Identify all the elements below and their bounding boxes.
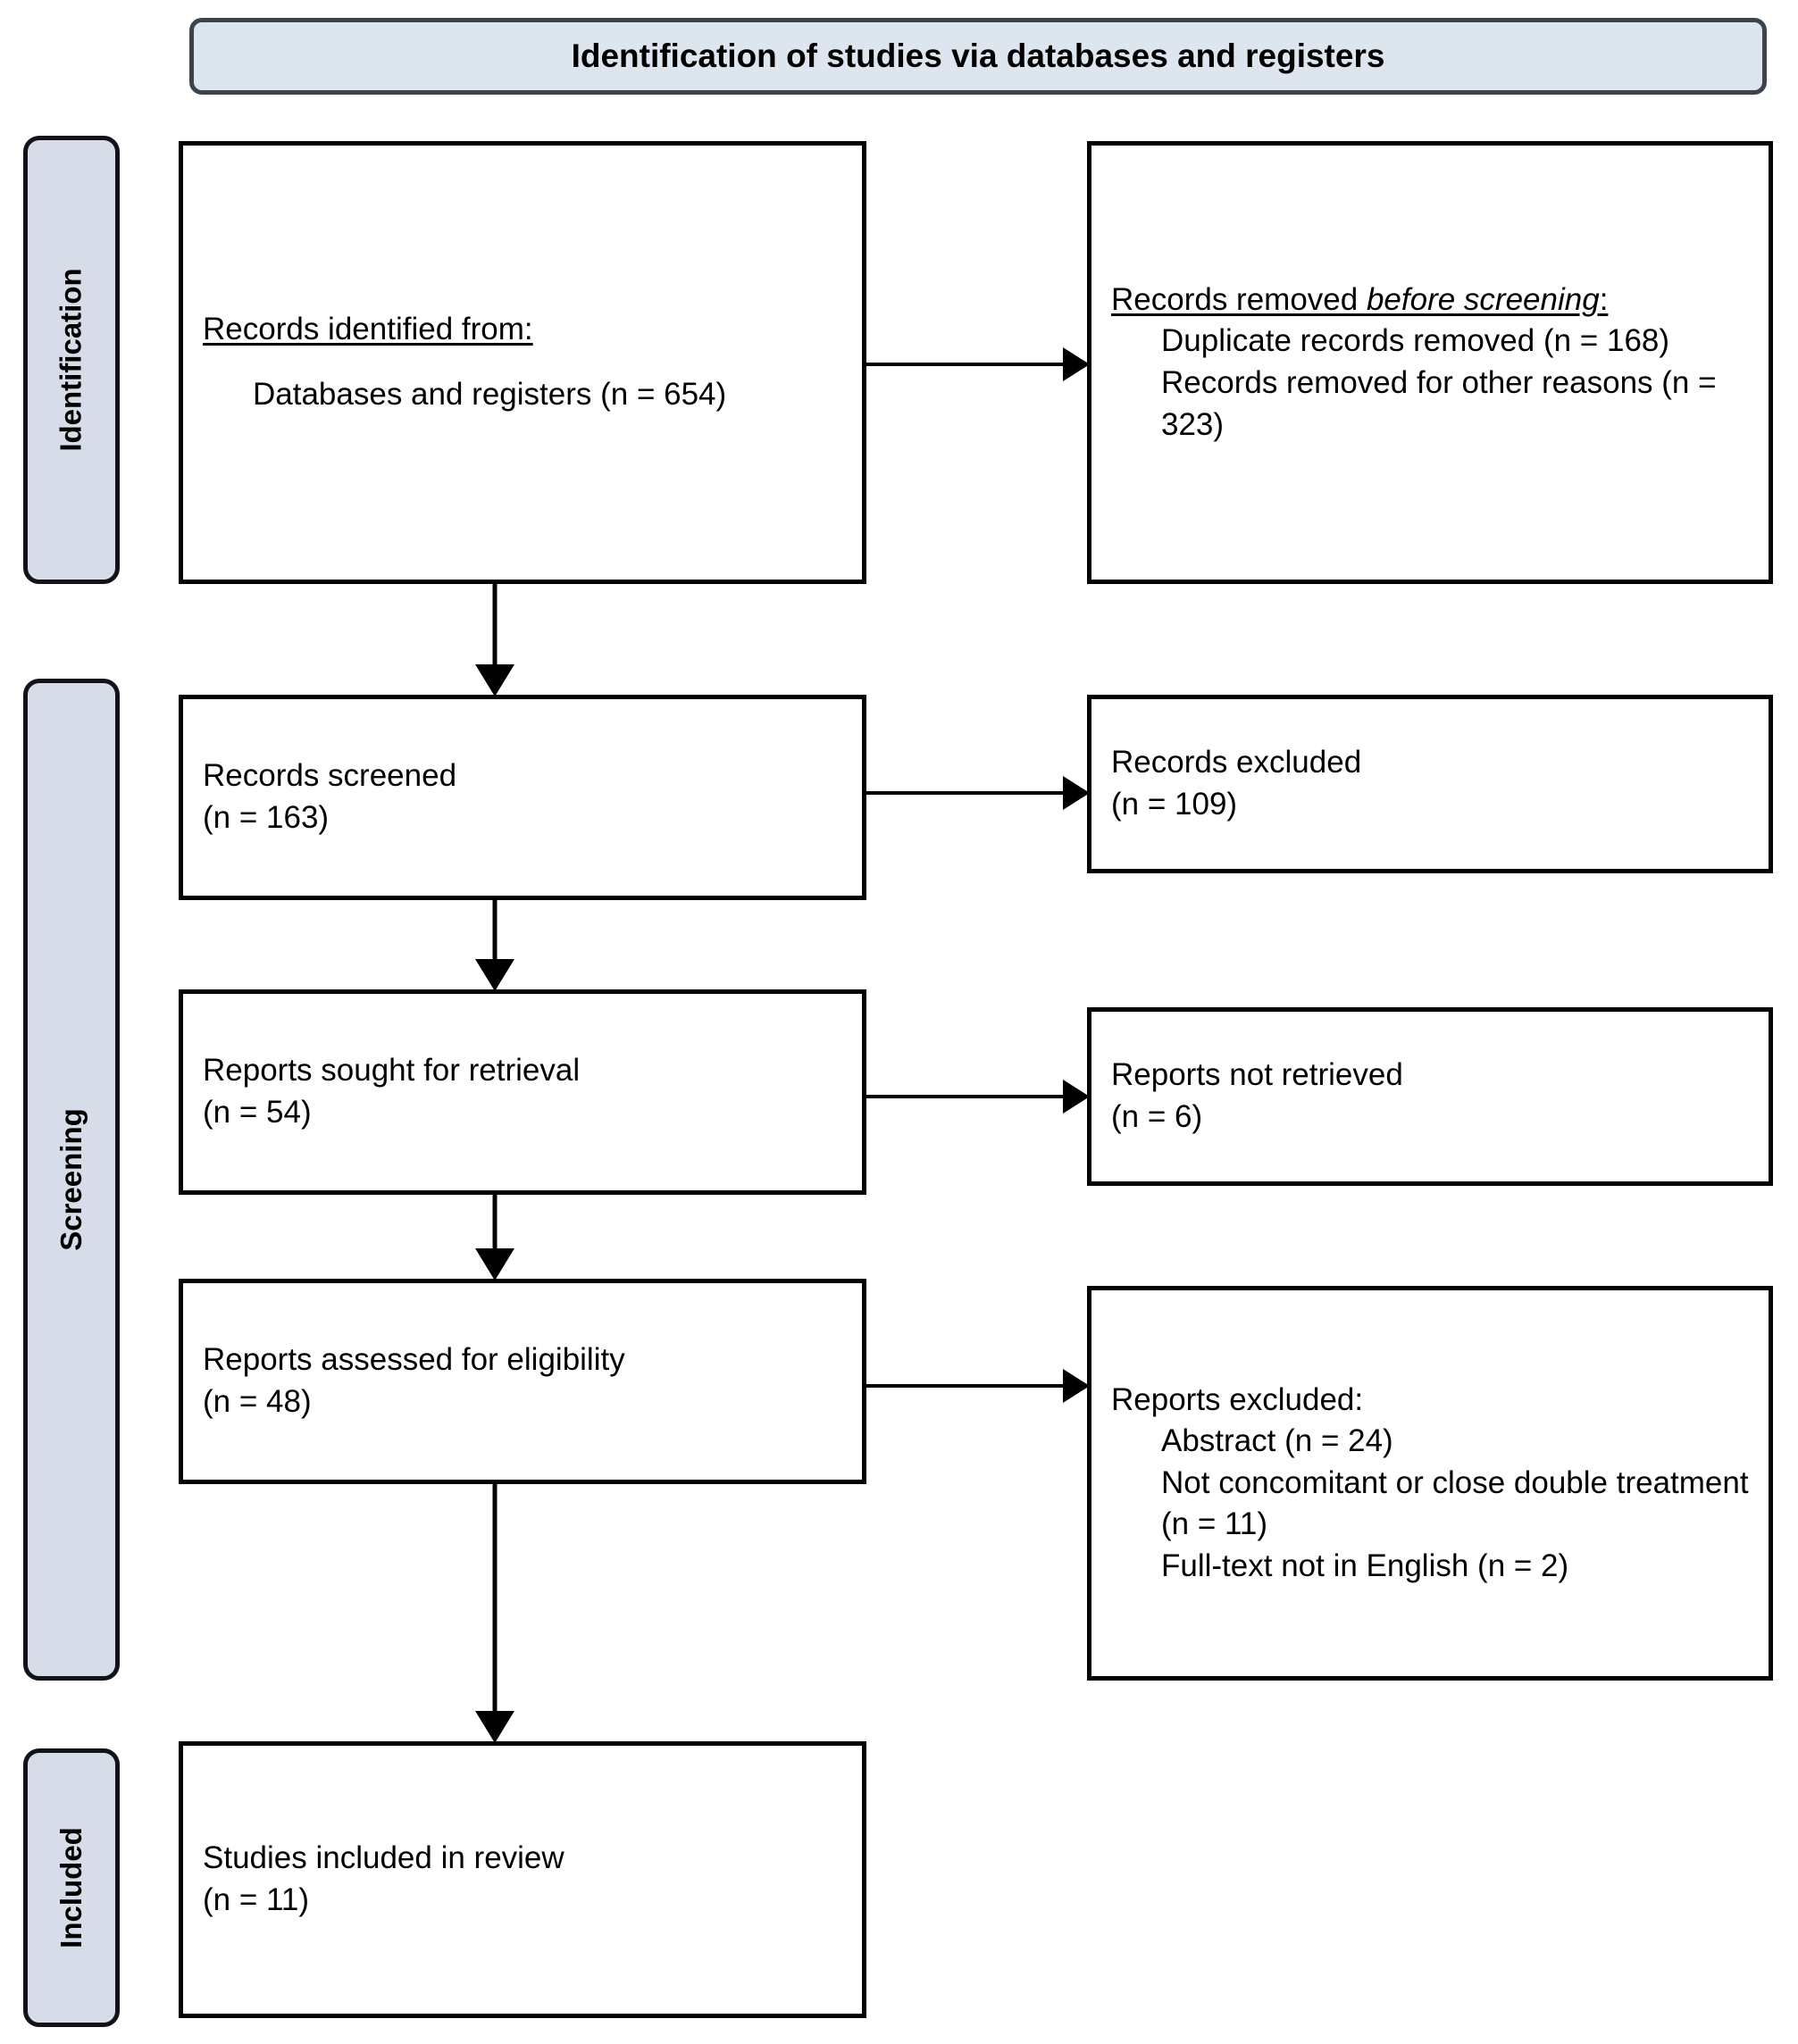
records-removed-line-1: Duplicate records removed (n = 168)	[1161, 323, 1670, 359]
records-screened-line-2: (n = 163)	[203, 800, 330, 835]
stage-label-included: Included	[23, 1748, 120, 2027]
arrow-down-screened-to-sought-icon	[475, 898, 514, 991]
stage-label-screening-text: Screening	[54, 1108, 88, 1251]
arrow-right-screened-to-excluded-icon	[865, 775, 1090, 811]
box-studies-included-text: Studies included in review (n = 11)	[183, 1838, 862, 1921]
box-reports-sought-for-retrieval: Reports sought for retrieval (n = 54)	[179, 989, 866, 1195]
arrow-head	[475, 664, 514, 697]
records-removed-heading-plain: Records removed	[1111, 281, 1367, 317]
arrow-head	[1063, 1369, 1090, 1403]
records-removed-heading: Records removed before screening:	[1111, 279, 1749, 321]
box-records-excluded-text: Records excluded (n = 109)	[1091, 742, 1769, 825]
reports-sought-line-1: Reports sought for retrieval	[203, 1053, 581, 1089]
reports-assessed-line-2: (n = 48)	[203, 1384, 312, 1419]
studies-included-line-2: (n = 11)	[203, 1882, 309, 1917]
box-reports-sought-text: Reports sought for retrieval (n = 54)	[183, 1050, 862, 1133]
arrow-head	[1063, 776, 1090, 810]
reports-not-retrieved-line-1: Reports not retrieved	[1111, 1057, 1403, 1093]
reports-excluded-heading: Reports excluded:	[1111, 1381, 1364, 1417]
records-identified-spacer	[203, 351, 842, 374]
arrow-head	[475, 1711, 514, 1743]
box-records-identified-text: Records identified from: Databases and r…	[183, 309, 862, 415]
arrow-head	[475, 1248, 514, 1281]
arrow-shaft	[865, 1384, 1065, 1388]
box-records-identified: Records identified from: Databases and r…	[179, 141, 866, 584]
arrow-shaft	[865, 791, 1065, 795]
box-reports-excluded: Reports excluded: Abstract (n = 24) Not …	[1087, 1286, 1773, 1681]
reports-assessed-line-1: Reports assessed for eligibility	[203, 1342, 625, 1378]
box-reports-not-retrieved: Reports not retrieved (n = 6)	[1087, 1007, 1773, 1186]
stage-label-identification-text: Identification	[54, 268, 88, 452]
box-reports-not-retrieved-text: Reports not retrieved (n = 6)	[1091, 1055, 1769, 1138]
records-excluded-line-1: Records excluded	[1111, 745, 1362, 780]
stage-label-identification: Identification	[23, 136, 120, 584]
records-identified-heading: Records identified from:	[203, 312, 533, 347]
box-records-removed-text: Records removed before screening: Duplic…	[1091, 279, 1769, 446]
records-identified-line-1: Databases and registers (n = 654)	[253, 377, 727, 412]
stage-label-screening: Screening	[23, 679, 120, 1681]
box-records-screened-text: Records screened (n = 163)	[183, 755, 862, 838]
box-studies-included-in-review: Studies included in review (n = 11)	[179, 1741, 866, 2018]
reports-excluded-line-2: Not concomitant or close double treatmen…	[1161, 1464, 1749, 1542]
stage-label-included-text: Included	[54, 1827, 88, 1948]
arrow-shaft	[865, 1095, 1065, 1098]
arrow-shaft	[492, 1482, 498, 1713]
box-reports-assessed-text: Reports assessed for eligibility (n = 48…	[183, 1339, 862, 1422]
reports-not-retrieved-line-2: (n = 6)	[1111, 1099, 1203, 1134]
arrow-down-sought-to-assessed-icon	[475, 1193, 514, 1281]
box-reports-excluded-text: Reports excluded: Abstract (n = 24) Not …	[1091, 1380, 1769, 1588]
box-reports-assessed-for-eligibility: Reports assessed for eligibility (n = 48…	[179, 1279, 866, 1484]
box-records-screened: Records screened (n = 163)	[179, 695, 866, 900]
records-removed-heading-italic: before screening	[1366, 281, 1600, 317]
arrow-down-assessed-to-included-icon	[475, 1482, 514, 1743]
arrow-shaft	[492, 1193, 498, 1250]
box-records-removed-before-screening: Records removed before screening: Duplic…	[1087, 141, 1773, 584]
arrow-shaft	[492, 582, 498, 666]
arrow-right-sought-to-not-retrieved-icon	[865, 1079, 1090, 1114]
diagram-title: Identification of studies via databases …	[571, 37, 1385, 74]
diagram-header-banner: Identification of studies via databases …	[189, 18, 1767, 95]
studies-included-line-1: Studies included in review	[203, 1840, 564, 1876]
records-excluded-line-2: (n = 109)	[1111, 787, 1238, 822]
arrow-right-identified-to-removed-icon	[865, 346, 1090, 382]
reports-excluded-line-1: Abstract (n = 24)	[1161, 1423, 1393, 1459]
arrow-right-assessed-to-reports-excluded-icon	[865, 1368, 1090, 1404]
box-records-excluded: Records excluded (n = 109)	[1087, 695, 1773, 873]
arrow-shaft	[492, 898, 498, 961]
records-screened-line-1: Records screened	[203, 758, 457, 794]
arrow-head	[475, 959, 514, 991]
reports-excluded-line-3: Full-text not in English (n = 2)	[1161, 1548, 1569, 1583]
arrow-shaft	[865, 363, 1065, 366]
records-removed-line-2: Records removed for other reasons (n = 3…	[1161, 365, 1717, 442]
records-removed-heading-colon: :	[1599, 281, 1609, 317]
arrow-head	[1063, 1080, 1090, 1114]
arrow-down-identified-to-screened-icon	[475, 582, 514, 697]
arrow-head	[1063, 347, 1090, 381]
reports-sought-line-2: (n = 54)	[203, 1095, 312, 1130]
